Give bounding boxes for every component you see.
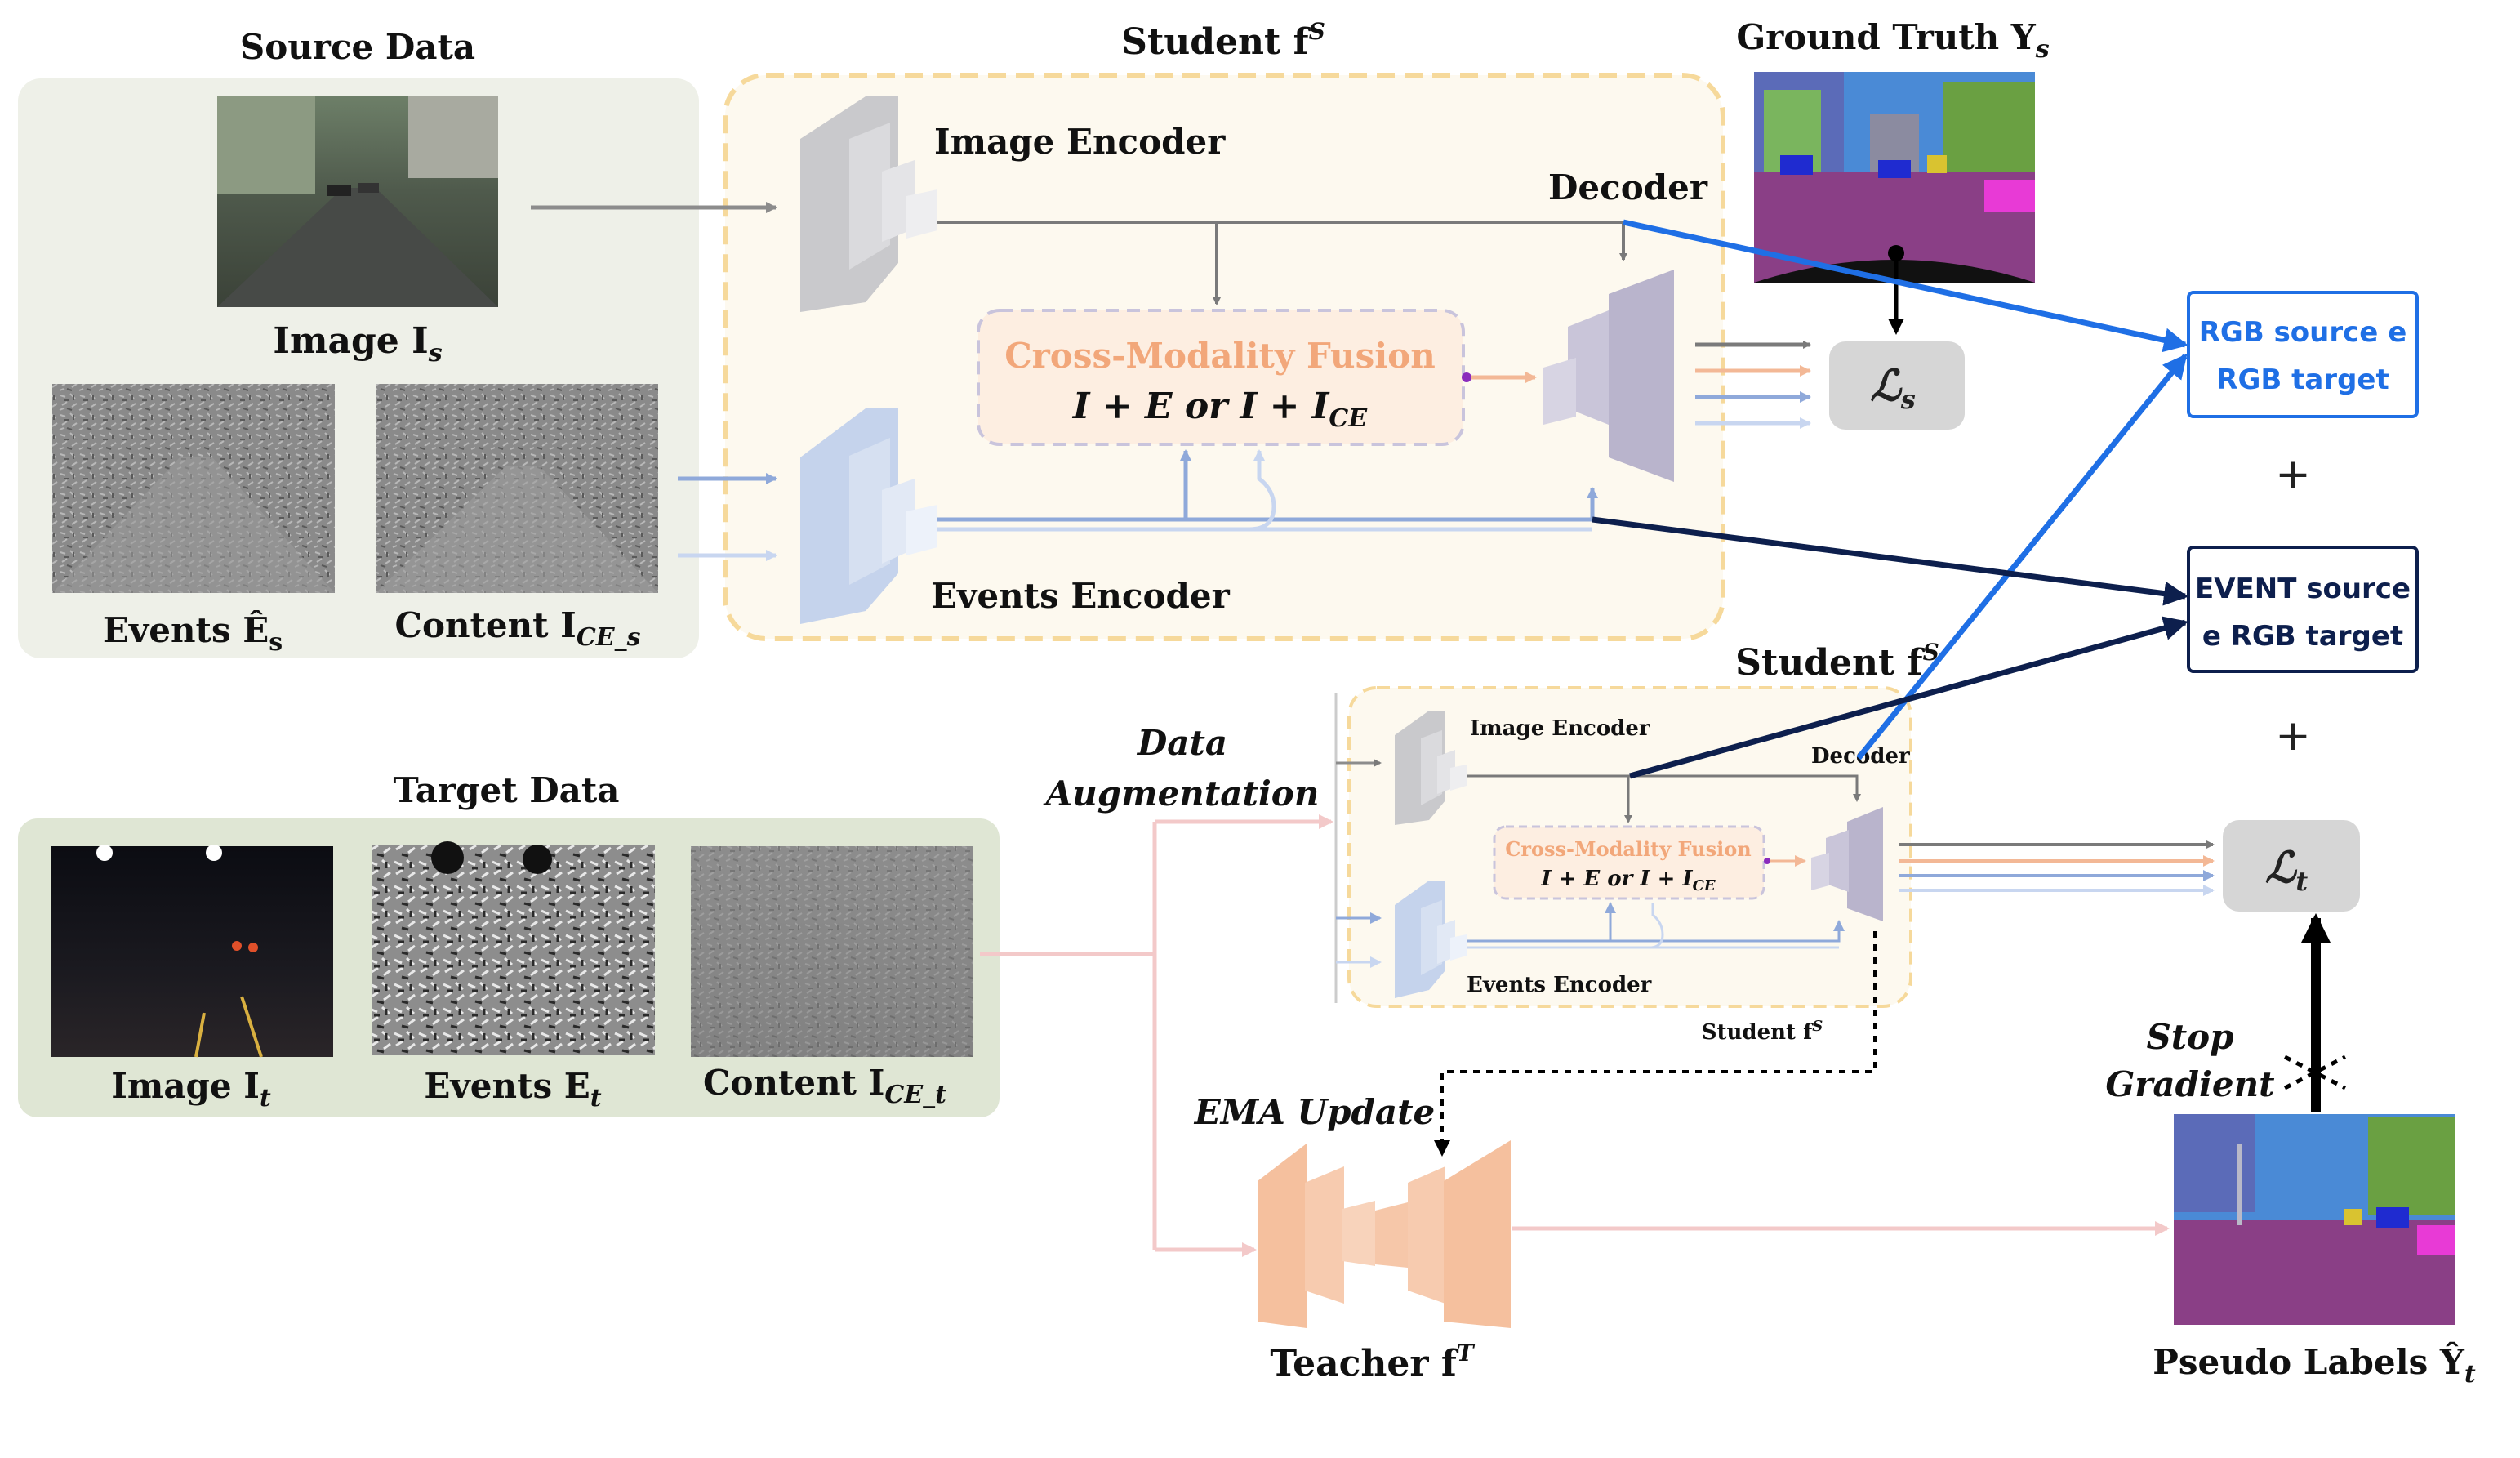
student-top-image-encoder-label: Image Encoder	[934, 122, 1226, 162]
student-bottom-image-encoder-shape	[1395, 711, 1467, 825]
student-bottom-events-encoder-label: Events Encoder	[1467, 973, 1652, 997]
loss-source-block: ℒs	[1829, 341, 1965, 430]
source-events-label: Events Ês	[103, 609, 283, 657]
source-content-label: Content ICE_s	[395, 605, 641, 652]
student-top-fusion-dot	[1462, 372, 1471, 382]
teacher-shape	[1258, 1140, 1511, 1328]
student-bottom-fusion-box	[1493, 825, 1765, 900]
student-top-content-to-fusion-arrow	[1249, 449, 1276, 532]
pseudo-labels-block: Pseudo Labels Ŷt	[2153, 1114, 2476, 1389]
ema-update-dashed-arrow	[1434, 931, 1877, 1157]
target-content-label: Content ICE_t	[703, 1063, 946, 1109]
student-top-decoder-shape	[1543, 270, 1674, 482]
data-augmentation-line1: Data	[1137, 723, 1227, 763]
student-bottom-fusion-title: Cross-Modality Fusion	[1505, 837, 1751, 861]
student-bottom-title: Student fS	[1735, 639, 1939, 684]
stop-gradient-line2: Gradient	[2105, 1064, 2274, 1104]
rgb-annotation-line2: RGB target	[2216, 363, 2389, 396]
target-data-panel: Target Data Image It Events Et Content I…	[18, 770, 1000, 1117]
ground-truth-block: Ground Truth Ys	[1736, 17, 2050, 335]
loss-target-block: ℒt	[2223, 820, 2360, 912]
target-image-label: Image It	[111, 1066, 271, 1112]
student-bottom-image-encoder-label: Image Encoder	[1470, 716, 1650, 741]
rgb-target-annotation-arrow	[1856, 353, 2188, 760]
plus-sign-2: +	[2275, 711, 2311, 760]
stop-gradient-line1: Stop	[2146, 1017, 2233, 1057]
teacher-label: Teacher fT	[1270, 1340, 1475, 1384]
rgb-annotation: RGB source e RGB target	[2187, 291, 2419, 418]
target-image-thumbnail	[51, 845, 333, 1058]
data-augmentation-line2: Augmentation	[1043, 774, 1320, 814]
student-bottom-content-to-fusion-line	[1649, 903, 1664, 949]
source-image-thumbnail	[217, 96, 498, 307]
stop-gradient-cross-icon	[2283, 1054, 2347, 1090]
student-top-image-encoder-shape	[800, 96, 937, 312]
rgb-annotation-box	[2187, 291, 2419, 418]
student-top-events-encoder-label: Events Encoder	[931, 576, 1231, 616]
student-bottom-block: Student fS Image Encoder Events Encoder …	[1334, 639, 1939, 1045]
student-bottom-decoder-shape	[1811, 807, 1883, 921]
student-top-fusion-formula: I + E or I + ICE	[1071, 386, 1368, 433]
event-annotation-line1: EVENT source	[2195, 573, 2411, 605]
loss-target-box	[2223, 820, 2360, 912]
student-bottom-events-to-decoder-arrow	[1467, 920, 1845, 943]
student-bottom-image-to-decoder-arrow	[1467, 774, 1861, 802]
student-top-decoder-label: Decoder	[1548, 167, 1708, 207]
target-data-title: Target Data	[394, 770, 620, 810]
ema-update-label: EMA Update	[1194, 1092, 1435, 1132]
student-bottom-fusion-dot	[1764, 858, 1770, 864]
ground-truth-label: Ground Truth Ys	[1736, 17, 2049, 64]
pseudo-labels-label: Pseudo Labels Ŷt	[2153, 1341, 2476, 1389]
student-bottom-events-encoder-shape	[1395, 881, 1467, 998]
event-target-annotation-arrow	[1629, 616, 2188, 779]
pseudo-labels-segmentation-map	[2174, 1114, 2455, 1325]
plus-sign-1: +	[2275, 450, 2311, 499]
student-top-events-encoder-shape	[800, 408, 937, 624]
event-source-annotation-arrow	[1592, 516, 2188, 606]
source-content-thumbnail	[376, 384, 658, 593]
source-data-panel: Source Data Image Is Events Ês Content I…	[18, 27, 699, 658]
event-annotation: EVENT source e RGB target	[2187, 546, 2419, 673]
event-annotation-line2: e RGB target	[2202, 620, 2403, 653]
event-annotation-box	[2187, 546, 2419, 673]
rgb-annotation-line1: RGB source e	[2199, 316, 2407, 349]
teacher-block: Teacher fT	[1258, 1140, 1511, 1384]
student-bottom-fusion-formula: I + E or I + ICE	[1540, 867, 1716, 894]
target-events-thumbnail	[372, 841, 655, 1055]
source-events-thumbnail	[52, 384, 335, 593]
loss-source-label: ℒs	[1870, 361, 1915, 415]
student-top-block: Student fS Image Encoder Events Encoder …	[723, 18, 1725, 641]
source-image-label: Image Is	[273, 320, 442, 368]
source-data-title: Source Data	[240, 27, 475, 67]
loss-source-box	[1829, 341, 1965, 430]
student-top-title: Student fS	[1121, 18, 1325, 63]
student-bottom-caption: Student fS	[1702, 1018, 1823, 1045]
target-events-label: Events Et	[424, 1066, 601, 1112]
rgb-source-annotation-arrow	[1623, 219, 2188, 353]
ground-truth-dot	[1888, 245, 1904, 261]
target-content-thumbnail	[691, 846, 973, 1057]
loss-target-label: ℒt	[2265, 843, 2308, 897]
student-top-fusion-title: Cross-Modality Fusion	[1004, 336, 1435, 376]
